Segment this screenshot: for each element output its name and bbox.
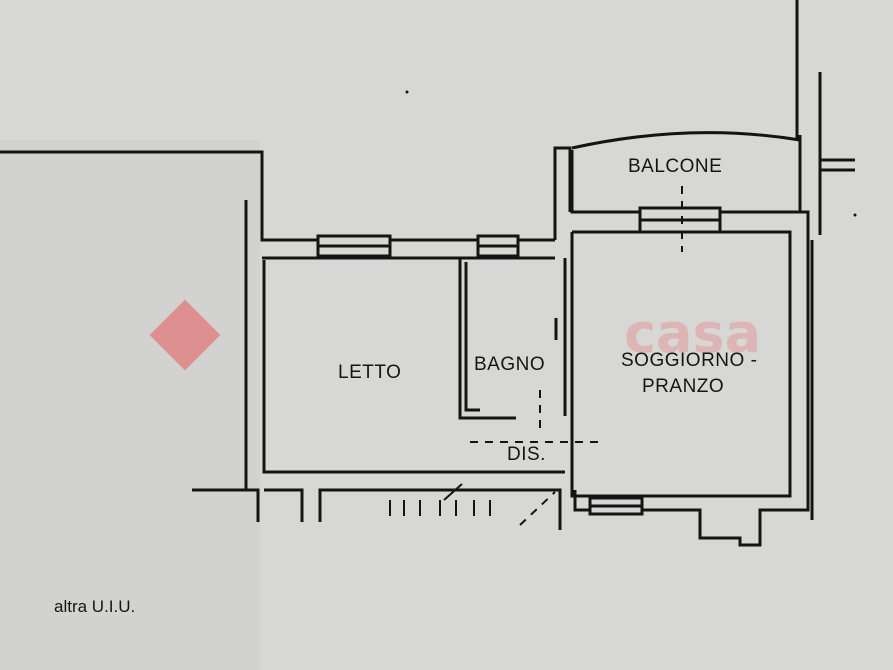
watermark-text: casa bbox=[624, 302, 761, 365]
stair-marks bbox=[389, 483, 491, 516]
wall-bottom-stub bbox=[264, 488, 304, 522]
wall-soggiorno bbox=[570, 230, 792, 498]
watermark-diamond bbox=[149, 299, 221, 371]
wall-bagno-left bbox=[458, 258, 516, 420]
wall-letto-left bbox=[262, 260, 565, 474]
paper-shadow bbox=[0, 140, 260, 670]
note-altra-uiu: altra U.I.U. bbox=[54, 597, 135, 616]
mark-dot-2 bbox=[853, 213, 857, 217]
dashed-lines bbox=[470, 186, 683, 526]
wall-bottom-left bbox=[192, 488, 260, 522]
wall-bagno-left-inner bbox=[464, 262, 480, 412]
label-pranzo: PRANZO bbox=[642, 376, 724, 397]
wall-step bbox=[553, 146, 572, 240]
mark-dot-1 bbox=[405, 90, 409, 94]
walls bbox=[0, 0, 855, 547]
label-soggiorno: SOGGIORNO - bbox=[621, 350, 757, 371]
wall-bottom-corridor bbox=[318, 488, 562, 530]
label-letto: LETTO bbox=[338, 362, 401, 383]
label-balcone: BALCONE bbox=[628, 156, 722, 177]
label-bagno: BAGNO bbox=[474, 354, 545, 375]
balcone-arc bbox=[571, 131, 801, 150]
label-dis: DIS. bbox=[507, 444, 546, 465]
wall-soggiorno-outer bbox=[573, 210, 810, 547]
